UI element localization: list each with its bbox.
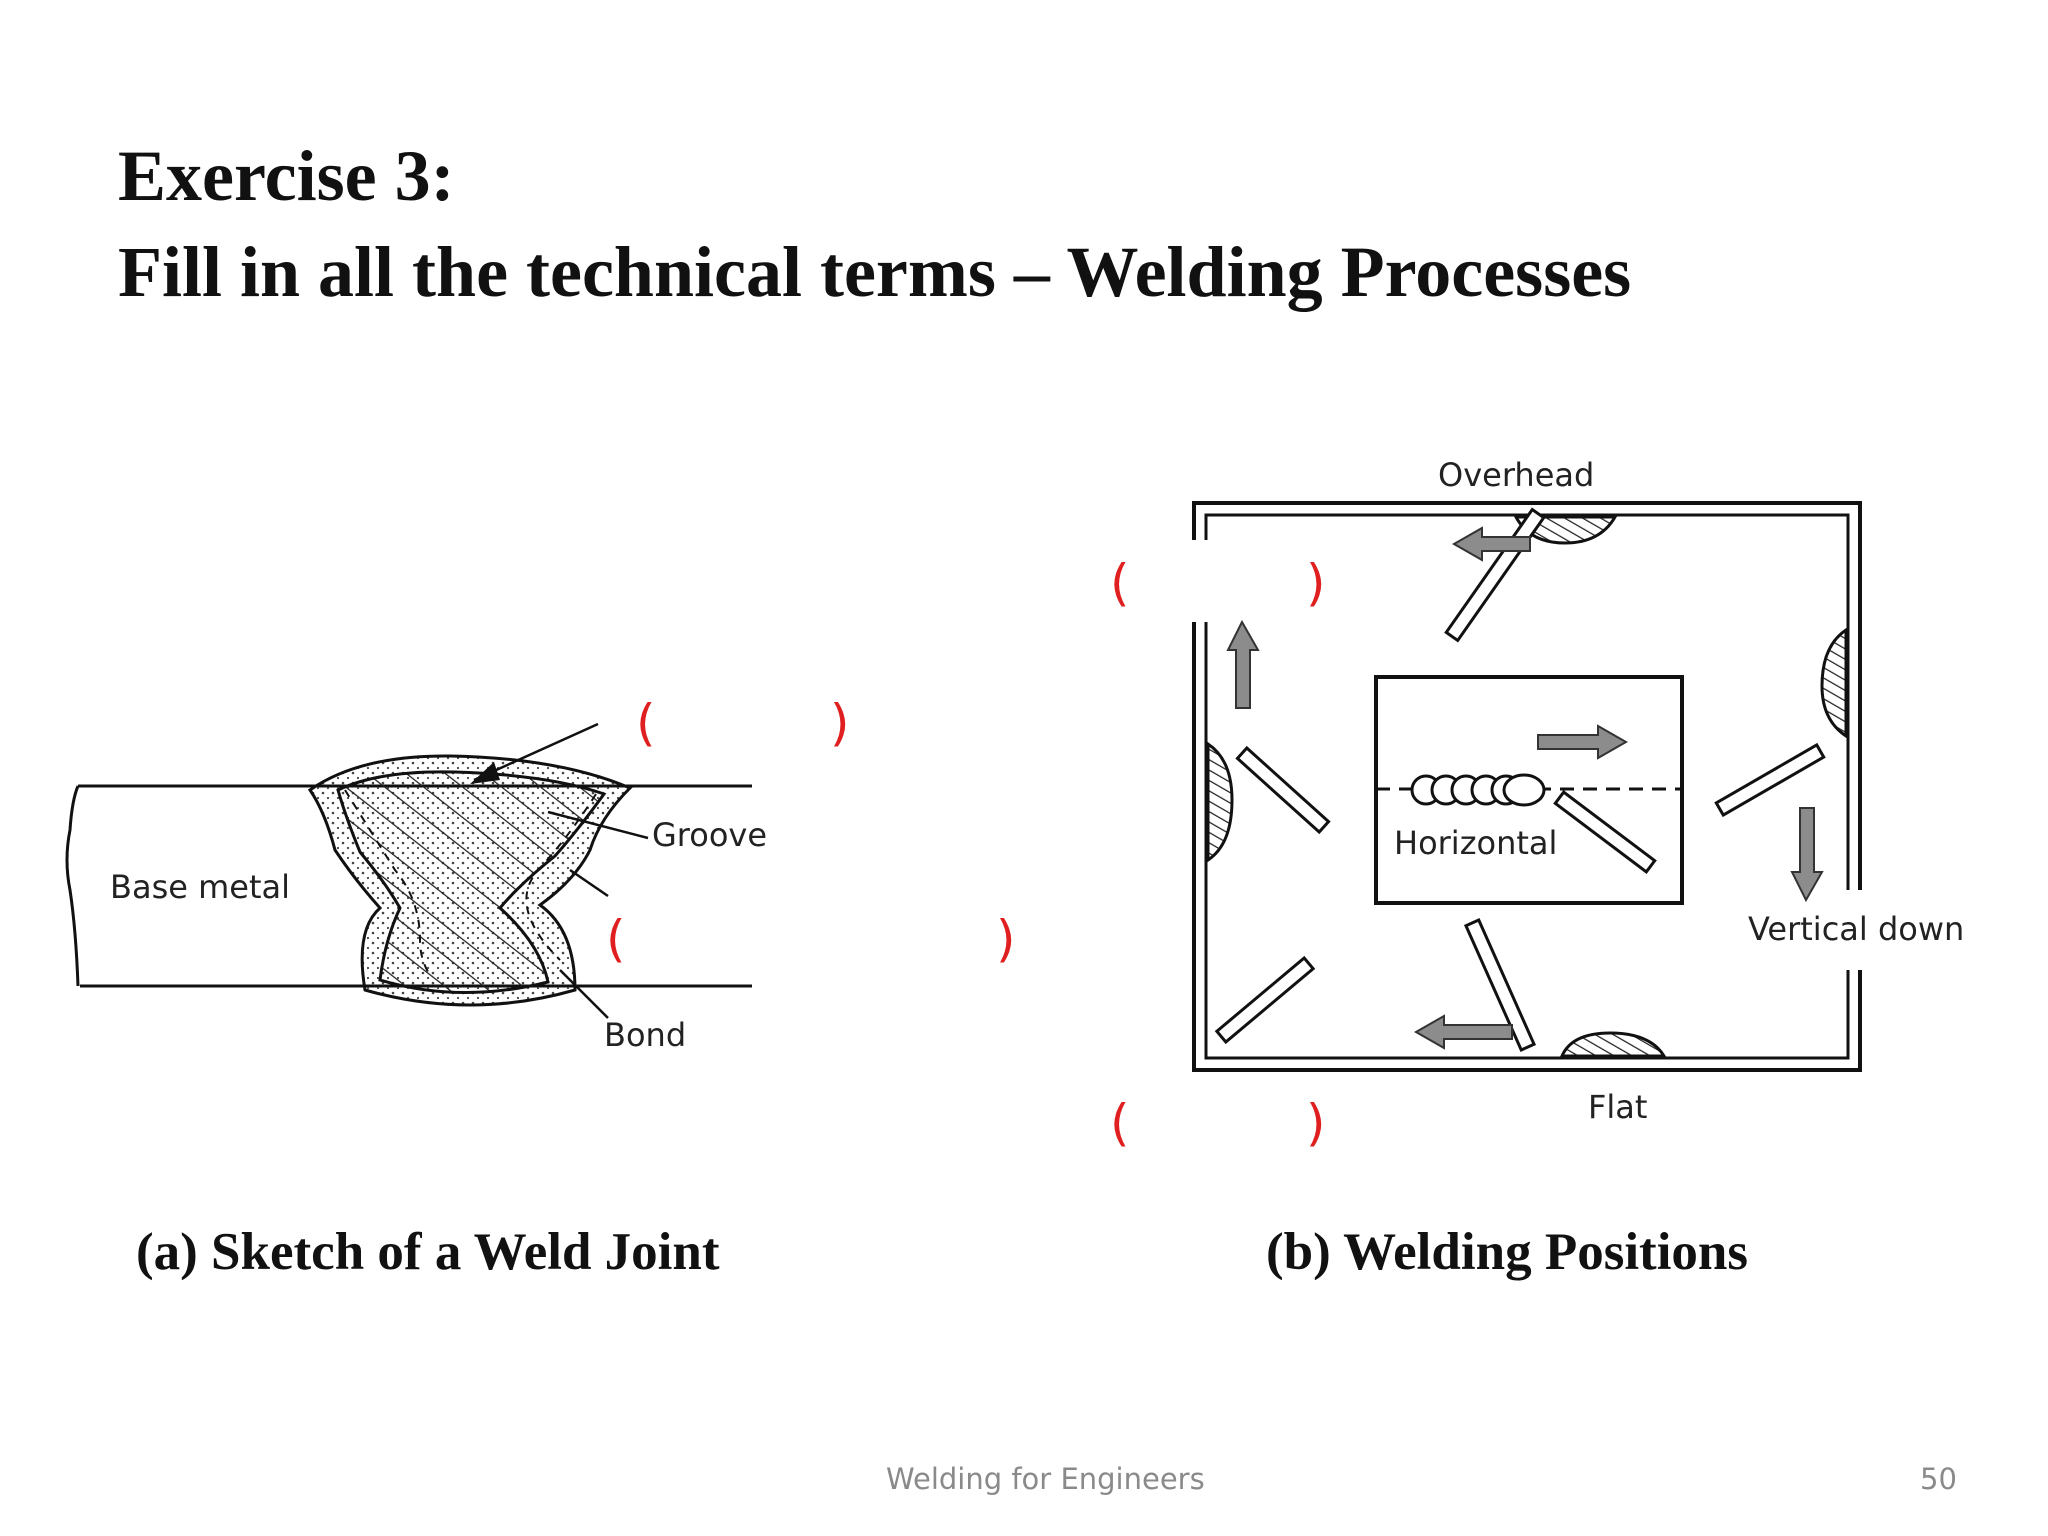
arrow-horizontal-right: [1537, 724, 1629, 760]
blank-close-paren: ): [996, 910, 1016, 968]
vertical-down-bead: [1820, 627, 1848, 739]
positions-blank-1: ( ): [1110, 554, 1326, 612]
page-number: 50: [1920, 1462, 1957, 1496]
electrode-flat: [1463, 918, 1537, 1052]
weld-joint-arrowhead: [470, 762, 500, 784]
weld-joint-blank-2: ( ): [606, 910, 1016, 968]
electrode-vertical-down: [1714, 742, 1826, 818]
positions-blank-2: ( ): [1110, 1094, 1326, 1152]
welding-positions-diagram: Overhead Horizontal Vertical down Flat (…: [1110, 456, 1964, 1152]
electrode-vertical-up: [1235, 745, 1331, 835]
blank-open-paren: (: [636, 694, 656, 752]
electrode-overhead: [1444, 507, 1546, 643]
label-flat: Flat: [1588, 1088, 1647, 1126]
label-horizontal: Horizontal: [1394, 824, 1557, 862]
caption-welding-positions: (b) Welding Positions: [1266, 1223, 1749, 1281]
title-line-2: Fill in all the technical terms – Weldin…: [118, 232, 1632, 312]
arrow-vertical-up: [1226, 619, 1260, 709]
blank-open-paren: (: [606, 910, 626, 968]
caption-weld-joint: (a) Sketch of a Weld Joint: [136, 1223, 720, 1281]
blank-open-paren: (: [1110, 1094, 1130, 1152]
blank-close-paren: ): [1306, 1094, 1326, 1152]
horizontal-bead: [1410, 773, 1546, 807]
arrow-overhead-left: [1451, 526, 1531, 562]
arrow-vertical-down: [1790, 807, 1824, 903]
electrode-horizontal: [1553, 790, 1657, 874]
title-line-1: Exercise 3:: [118, 136, 455, 216]
electrode-lower-left: [1214, 955, 1316, 1045]
flat-bead: [1559, 1031, 1667, 1058]
label-groove: Groove: [652, 816, 767, 854]
label-base-metal: Base metal: [110, 868, 290, 906]
arrow-flat-left: [1413, 1014, 1513, 1050]
label-overhead: Overhead: [1438, 456, 1594, 494]
weld-joint-sketch: Groove Base metal Bond ( ) ( ): [65, 694, 1016, 1054]
blank-open-paren: (: [1110, 554, 1130, 612]
slide-title: Exercise 3: Fill in all the technical te…: [118, 128, 1631, 320]
blank-close-paren: ): [830, 694, 850, 752]
weld-metal: [336, 770, 607, 994]
weld-joint-blank-1: ( ): [636, 694, 850, 752]
label-vertical-down: Vertical down: [1748, 910, 1964, 948]
travel-arrows: [1226, 526, 1824, 1050]
footer-text: Welding for Engineers: [886, 1462, 1205, 1496]
vertical-up-bead: [1206, 741, 1234, 863]
blank-close-paren: ): [1306, 554, 1326, 612]
label-bond: Bond: [604, 1016, 686, 1054]
